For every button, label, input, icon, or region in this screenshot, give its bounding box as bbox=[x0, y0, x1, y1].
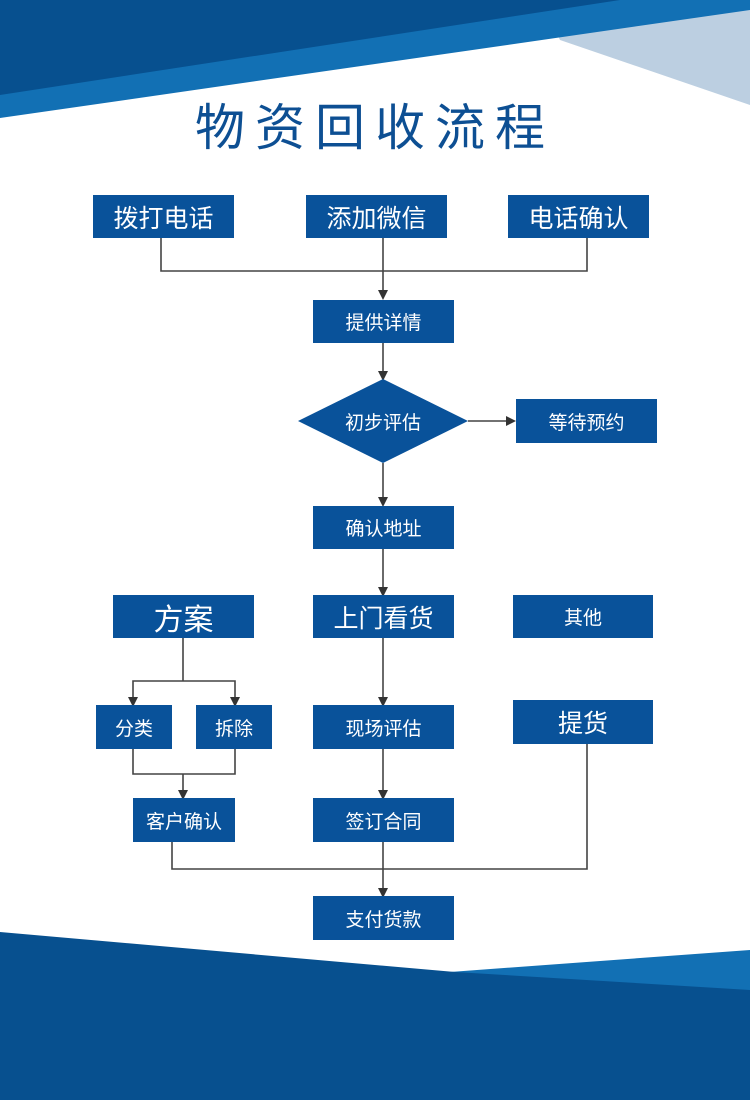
step-onsite-assessment: 现场评估 bbox=[313, 705, 454, 749]
bottom-banner-dark bbox=[0, 932, 750, 1100]
step-call: 拨打电话 bbox=[93, 195, 234, 238]
step-plan: 方案 bbox=[113, 595, 254, 638]
step-wait-appointment: 等待预约 bbox=[516, 399, 657, 443]
step-phone-confirm: 电话确认 bbox=[508, 195, 649, 238]
step-dismantle: 拆除 bbox=[196, 705, 272, 749]
step-other: 其他 bbox=[513, 595, 653, 638]
step-classify: 分类 bbox=[96, 705, 172, 749]
top-banner-dark bbox=[0, 0, 620, 95]
step-provide-details: 提供详情 bbox=[313, 300, 454, 343]
step-onsite-inspection: 上门看货 bbox=[313, 595, 454, 638]
step-customer-confirm: 客户确认 bbox=[133, 798, 235, 842]
step-pickup: 提货 bbox=[513, 700, 653, 744]
step-payment: 支付货款 bbox=[313, 896, 454, 940]
decision-diamond bbox=[298, 379, 468, 463]
page-title: 物资回收流程 bbox=[195, 99, 555, 157]
step-confirm-address: 确认地址 bbox=[313, 506, 454, 549]
decision-initial-assessment: 初步评估 bbox=[344, 411, 421, 434]
step-wechat: 添加微信 bbox=[306, 195, 447, 238]
step-sign-contract: 签订合同 bbox=[313, 798, 454, 842]
